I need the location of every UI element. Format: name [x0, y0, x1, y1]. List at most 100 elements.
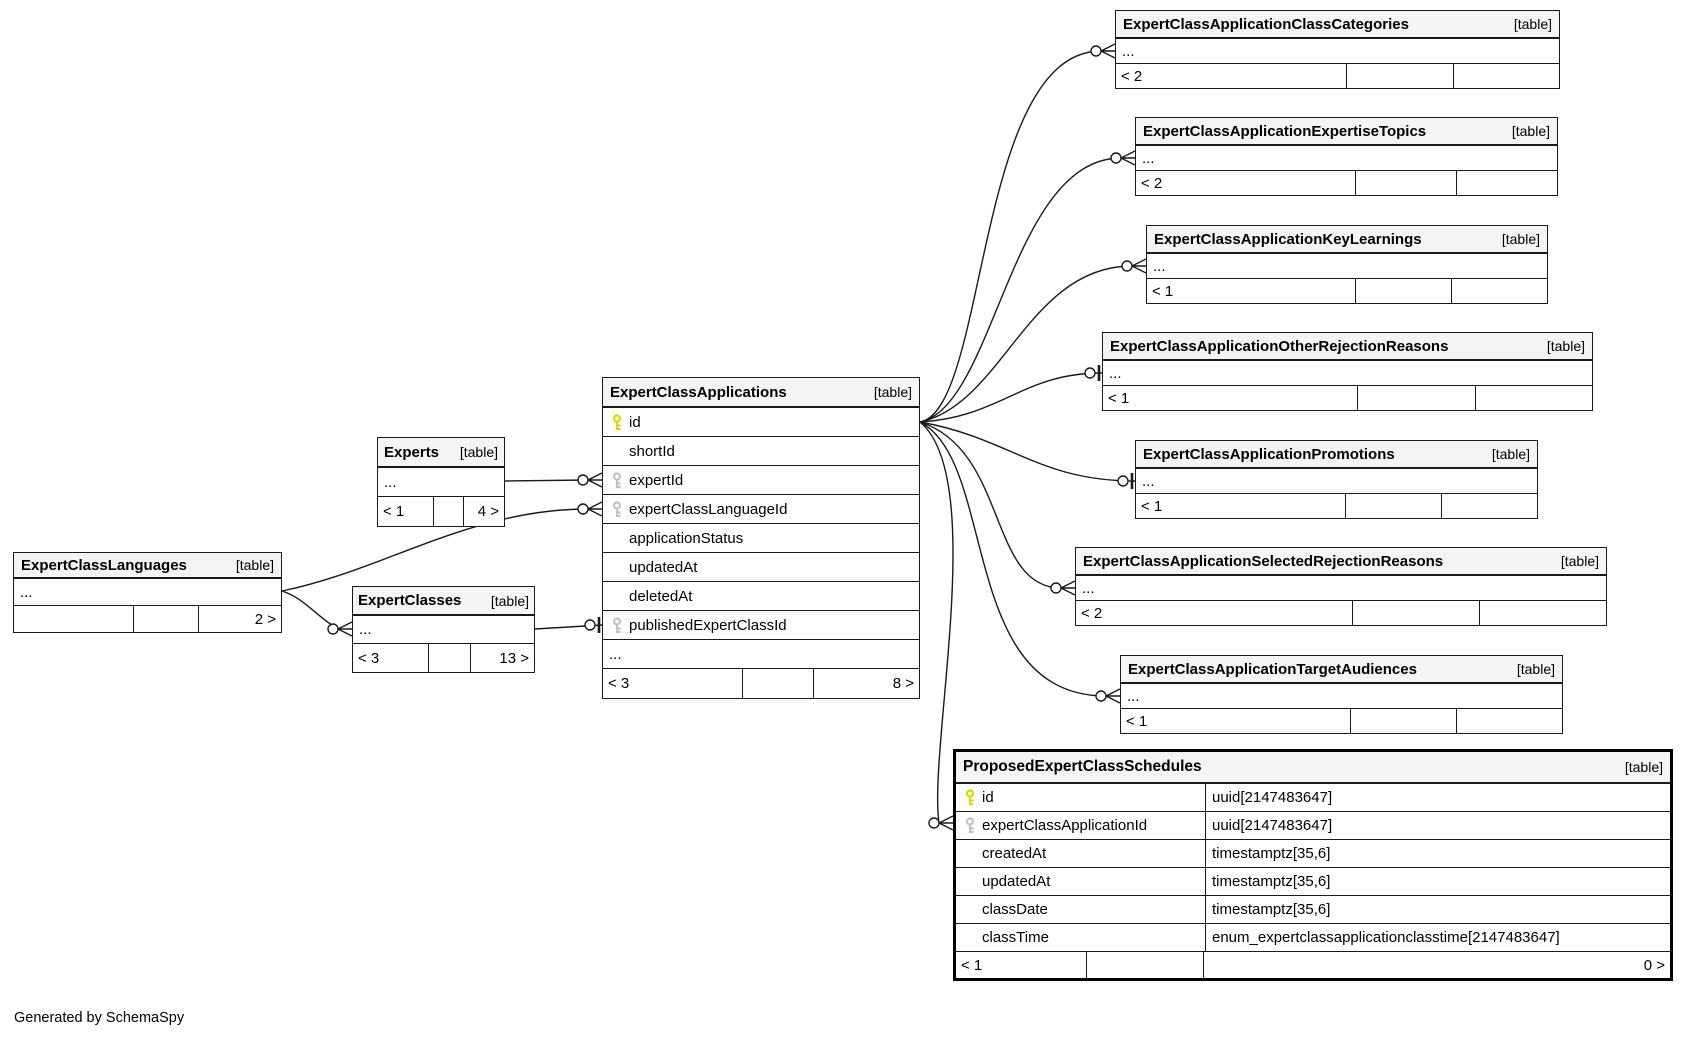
table-expertclassapplicationtargetaudiences[interactable]: ExpertClassApplicationTargetAudiences [ta… — [1120, 655, 1563, 734]
table-footer: 2 > — [14, 606, 281, 632]
relation-languages-applications — [281, 508, 589, 592]
table-tag: [table] — [1491, 446, 1530, 462]
footer-mid — [1344, 494, 1441, 518]
footer-children — [1478, 601, 1606, 625]
column-row: id — [603, 408, 919, 437]
generated-by-note: Generated by SchemaSpy — [14, 1010, 185, 1026]
footer-children — [1474, 386, 1592, 410]
column-type: uuid[2147483647] — [1205, 812, 1670, 839]
column-row: expertClassApplicationId uuid[2147483647… — [956, 812, 1670, 840]
column-name: applicationStatus — [629, 529, 744, 547]
column-name: deletedAt — [629, 587, 693, 605]
footer-parents: < 3 — [358, 649, 380, 667]
table-expertclassapplicationotherrejectionreasons[interactable]: ExpertClassApplicationOtherRejectionReas… — [1102, 332, 1593, 411]
table-expertclassapplications[interactable]: ExpertClassApplications[table] id shortI… — [602, 377, 920, 699]
foreign-key-icon — [611, 500, 623, 518]
footer-parents: < 2 — [1141, 174, 1163, 192]
footer-children — [1452, 64, 1559, 88]
table-tag: [table] — [1513, 16, 1552, 32]
table-footer: < 1 — [1136, 494, 1537, 518]
footer-children — [1440, 494, 1537, 518]
column-type: uuid[2147483647] — [1205, 784, 1670, 811]
foreign-key-icon — [611, 471, 623, 489]
table-expertclasses[interactable]: ExpertClasses[table] ... < 3 13 > — [352, 586, 535, 673]
footer-parents: < 2 — [1121, 67, 1143, 85]
table-title[interactable]: ExpertClassLanguages — [21, 556, 187, 574]
collapsed-columns: ... — [1136, 146, 1557, 171]
table-footer: < 3 8 > — [603, 669, 919, 698]
column-row: classDate timestamptz[35,6] — [956, 896, 1670, 924]
table-expertclassapplicationselectedrejectionreasons[interactable]: ExpertClassApplicationSelectedRejectionR… — [1075, 547, 1607, 626]
column-row: expertClassLanguageId — [603, 495, 919, 524]
table-tag: [table] — [1511, 123, 1550, 139]
table-tag: [table] — [1624, 759, 1663, 775]
footer-parents: < 1 — [1126, 712, 1148, 730]
collapsed-columns: ... — [378, 468, 504, 497]
column-row: updatedAt — [603, 553, 919, 582]
table-title[interactable]: ExpertClassApplicationTargetAudiences — [1128, 660, 1417, 678]
footer-mid — [1354, 171, 1456, 195]
column-name: expertClassApplicationId — [982, 817, 1148, 834]
collapsed-columns: ... — [14, 579, 281, 606]
table-proposedexpertclassschedules[interactable]: ProposedExpertClassSchedules [table] id u… — [953, 749, 1673, 981]
table-title[interactable]: ExpertClassApplicationKeyLearnings — [1154, 230, 1422, 248]
table-title[interactable]: ExpertClassApplicationPromotions — [1143, 445, 1395, 463]
column-name: publishedExpertClassId — [629, 616, 787, 634]
crowfoot-marker — [327, 43, 1147, 831]
column-type: timestamptz[35,6] — [1205, 896, 1670, 923]
column-type: timestamptz[35,6] — [1205, 840, 1670, 867]
footer-mid — [1351, 601, 1479, 625]
table-title[interactable]: ExpertClassApplications — [610, 383, 787, 401]
footer-children — [1456, 709, 1562, 733]
table-tag: [table] — [1560, 553, 1599, 569]
collapsed-columns: ... — [353, 616, 534, 644]
primary-key-icon — [964, 789, 976, 806]
table-title[interactable]: ExpertClassApplicationOtherRejectionReas… — [1110, 337, 1449, 355]
footer-children — [1451, 279, 1547, 303]
table-experts[interactable]: Experts[table] ... < 1 4 > — [377, 437, 505, 527]
table-tag: [table] — [1516, 661, 1555, 677]
column-type: enum_expertclassapplicationclasstime[214… — [1205, 924, 1670, 951]
foreign-key-icon — [611, 616, 623, 634]
table-expertclassapplicationpromotions[interactable]: ExpertClassApplicationPromotions[table] … — [1135, 440, 1538, 519]
table-title[interactable]: Experts — [384, 443, 440, 461]
relation-applications-expertisetopics — [919, 157, 1122, 423]
table-tag: [table] — [873, 384, 912, 400]
footer-mid — [1346, 64, 1452, 88]
footer-children: 8 > — [812, 669, 919, 698]
column-name: updatedAt — [982, 873, 1051, 890]
table-title[interactable]: ExpertClasses — [358, 592, 462, 609]
footer-children: 4 > — [462, 497, 504, 526]
footer-mid — [133, 606, 198, 632]
column-type: timestamptz[35,6] — [1205, 868, 1670, 895]
column-name: createdAt — [982, 845, 1047, 862]
footer-mid — [742, 669, 813, 698]
table-tag: [table] — [1546, 338, 1585, 354]
one-marker — [584, 365, 1134, 633]
column-name: updatedAt — [629, 558, 698, 576]
relation-applications-targetaudiences — [919, 421, 1107, 697]
foreign-key-icon — [964, 817, 976, 834]
table-expertclassapplicationexpertisetopics[interactable]: ExpertClassApplicationExpertiseTopics [ta… — [1135, 117, 1558, 196]
relation-applications-selectedrejectionreasons — [919, 421, 1062, 589]
table-title[interactable]: ExpertClassApplicationClassCategories — [1123, 15, 1409, 33]
column-name: expertClassLanguageId — [629, 500, 788, 518]
footer-parents: < 1 — [1141, 497, 1163, 515]
column-name: expertId — [629, 471, 684, 489]
table-expertclassapplicationclasscategories[interactable]: ExpertClassApplicationClassCategories [ta… — [1115, 10, 1560, 89]
table-expertclasslanguages[interactable]: ExpertClassLanguages[table] ... 2 > — [13, 552, 282, 633]
table-title[interactable]: ExpertClassApplicationExpertiseTopics — [1143, 122, 1427, 140]
footer-parents: < 2 — [1081, 604, 1103, 622]
footer-parents: < 1 — [1152, 282, 1174, 300]
relation-experts-applications — [504, 479, 589, 482]
column-row: id uuid[2147483647] — [956, 784, 1670, 812]
footer-children: 2 > — [197, 606, 281, 632]
primary-key-icon — [611, 413, 623, 431]
table-title[interactable]: ProposedExpertClassSchedules — [963, 758, 1202, 775]
collapsed-columns: ... — [1121, 684, 1562, 709]
collapsed-columns: ... — [603, 640, 919, 669]
table-expertclassapplicationkeylearnings[interactable]: ExpertClassApplicationKeyLearnings[table… — [1146, 225, 1548, 304]
table-title[interactable]: ExpertClassApplicationSelectedRejectionR… — [1083, 552, 1444, 570]
